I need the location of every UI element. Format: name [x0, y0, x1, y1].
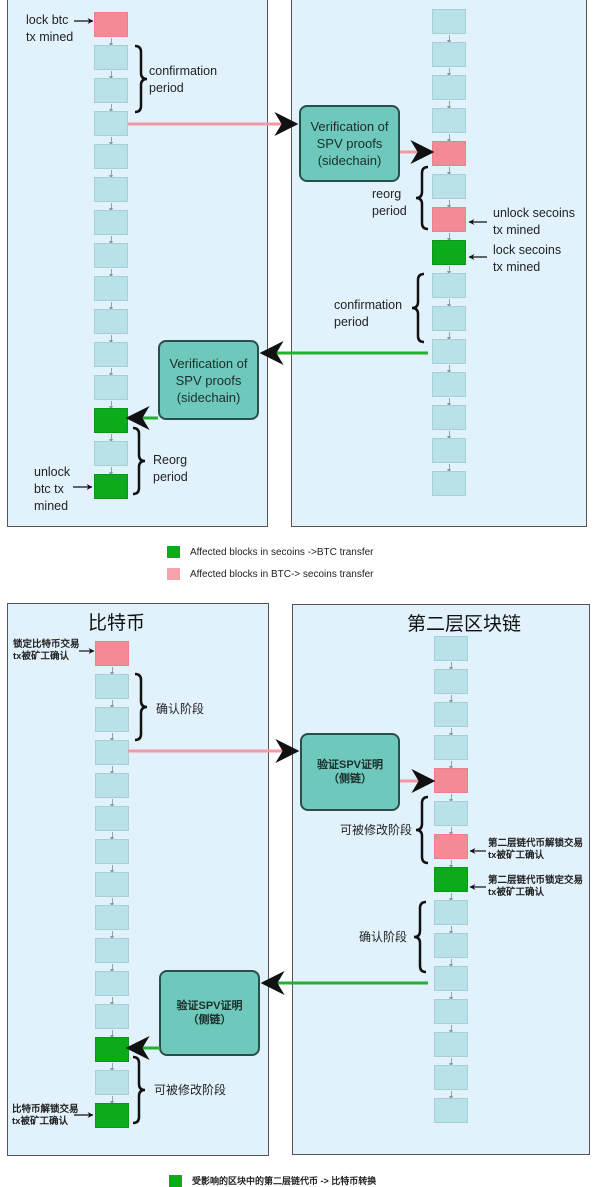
block — [434, 636, 468, 671]
block — [434, 1032, 468, 1067]
block — [432, 108, 466, 143]
legend-item-pink-en: Affected blocks in BTC-> secoins transfe… — [167, 568, 374, 580]
reorg-period-label-btc-cn: 可被修改阶段 — [154, 1083, 227, 1097]
btc-chain-panel-cn — [7, 603, 269, 1156]
spv-verification-box-btc: Verification of SPV proofs (sidechain) — [158, 340, 259, 420]
unlock-btc-label-cn: 比特币解锁交易 tx被矿工确认 — [12, 1104, 79, 1127]
legend-text-pink: Affected blocks in BTC-> secoins transfe… — [190, 568, 374, 580]
block-pink — [95, 641, 129, 676]
confirmation-period-label-btc: confirmation period — [149, 64, 218, 95]
block — [434, 669, 468, 704]
block-green — [434, 867, 468, 902]
legend-swatch-green — [167, 546, 180, 558]
block — [432, 306, 466, 341]
block — [95, 938, 129, 973]
block — [95, 839, 129, 874]
block — [94, 309, 128, 344]
block — [434, 966, 468, 1001]
block — [95, 674, 129, 709]
block — [95, 773, 129, 808]
confirmation-period-label-sidechain-cn: 确认阶段 — [359, 930, 408, 944]
sidechain-title-cn: 第二层区块链 — [407, 614, 522, 635]
block — [432, 438, 466, 473]
block — [95, 1004, 129, 1039]
block — [434, 1065, 468, 1100]
block-green — [94, 474, 128, 499]
spv-verification-box-btc-cn: 验证SPV证明 （侧链） — [159, 970, 260, 1056]
spv-verification-box-sidechain-cn: 验证SPV证明 （侧链） — [300, 733, 400, 811]
block — [95, 971, 129, 1006]
legend-item-green-en: Affected blocks in secoins ->BTC transfe… — [167, 546, 374, 558]
block-pink — [434, 834, 468, 869]
block — [95, 1070, 129, 1105]
spv-verification-text: Verification of SPV proofs (sidechain) — [310, 119, 389, 168]
block-green — [95, 1037, 129, 1072]
block — [94, 243, 128, 278]
legend-text-green-cn: 受影响的区块中的第二层链代币 -> 比特币转换 — [192, 1176, 377, 1186]
legend-swatch-green — [169, 1174, 182, 1187]
block — [94, 144, 128, 179]
block — [434, 702, 468, 737]
block-pink — [434, 768, 468, 803]
block — [95, 872, 129, 907]
block — [434, 1098, 468, 1123]
btc-chain-panel-en — [7, 0, 268, 527]
block — [94, 210, 128, 245]
block — [95, 707, 129, 742]
block — [434, 801, 468, 836]
spv-verification-text: 验证SPV证明 （侧链） — [176, 1000, 243, 1026]
block — [432, 75, 466, 110]
unlock-btc-label: unlock btc tx mined — [34, 465, 71, 513]
block — [432, 405, 466, 440]
legend-item-green-cn: 受影响的区块中的第二层链代币 -> 比特币转换 — [169, 1174, 376, 1187]
reorg-period-label-sidechain: reorg period — [372, 187, 407, 218]
lock-secoins-label: lock secoins tx mined — [493, 243, 562, 274]
reorg-period-label-btc: Reorg period — [153, 453, 188, 484]
spv-verification-text: Verification of SPV proofs (sidechain) — [169, 355, 248, 405]
block — [434, 999, 468, 1034]
block — [432, 42, 466, 77]
block — [94, 375, 128, 410]
block — [432, 9, 466, 44]
block — [432, 174, 466, 209]
block — [94, 276, 128, 311]
block — [432, 372, 466, 407]
block-green — [94, 408, 128, 443]
block — [95, 740, 129, 775]
block — [434, 933, 468, 968]
unlock-secoins-label-cn: 第二层链代币解锁交易 tx被矿工确认 — [488, 838, 584, 861]
unlock-secoins-label: unlock secoins tx mined — [493, 206, 575, 237]
block — [434, 900, 468, 935]
lock-btc-label: lock btc tx mined — [26, 13, 74, 44]
block — [94, 342, 128, 377]
block — [432, 471, 466, 496]
block-green — [95, 1103, 129, 1128]
block — [95, 905, 129, 940]
block-green — [432, 240, 466, 275]
btc-chain-title-cn: 比特币 — [88, 613, 146, 634]
confirmation-period-label-sidechain: confirmation period — [334, 298, 403, 329]
block — [94, 111, 128, 146]
legend-text-green: Affected blocks in secoins ->BTC transfe… — [190, 546, 374, 558]
block — [94, 177, 128, 212]
block — [95, 806, 129, 841]
reorg-period-label-sidechain-cn: 可被修改阶段 — [340, 823, 413, 837]
lock-btc-label-cn: 锁定比特币交易 tx被矿工确认 — [13, 639, 80, 662]
confirmation-period-label-btc-cn: 确认阶段 — [156, 702, 205, 716]
block — [434, 735, 468, 770]
block — [94, 45, 128, 80]
block-pink — [432, 141, 466, 176]
spv-verification-text: 验证SPV证明 （侧链） — [316, 759, 383, 785]
block-pink — [432, 207, 466, 242]
legend-swatch-pink — [167, 568, 180, 580]
block-pink — [94, 12, 128, 47]
spv-verification-box-sidechain: Verification of SPV proofs (sidechain) — [299, 105, 400, 182]
block — [94, 78, 128, 113]
lock-secoins-label-cn: 第二层链代币锁定交易 tx被矿工确认 — [488, 875, 584, 898]
block — [432, 273, 466, 308]
block — [432, 339, 466, 374]
block — [94, 441, 128, 476]
